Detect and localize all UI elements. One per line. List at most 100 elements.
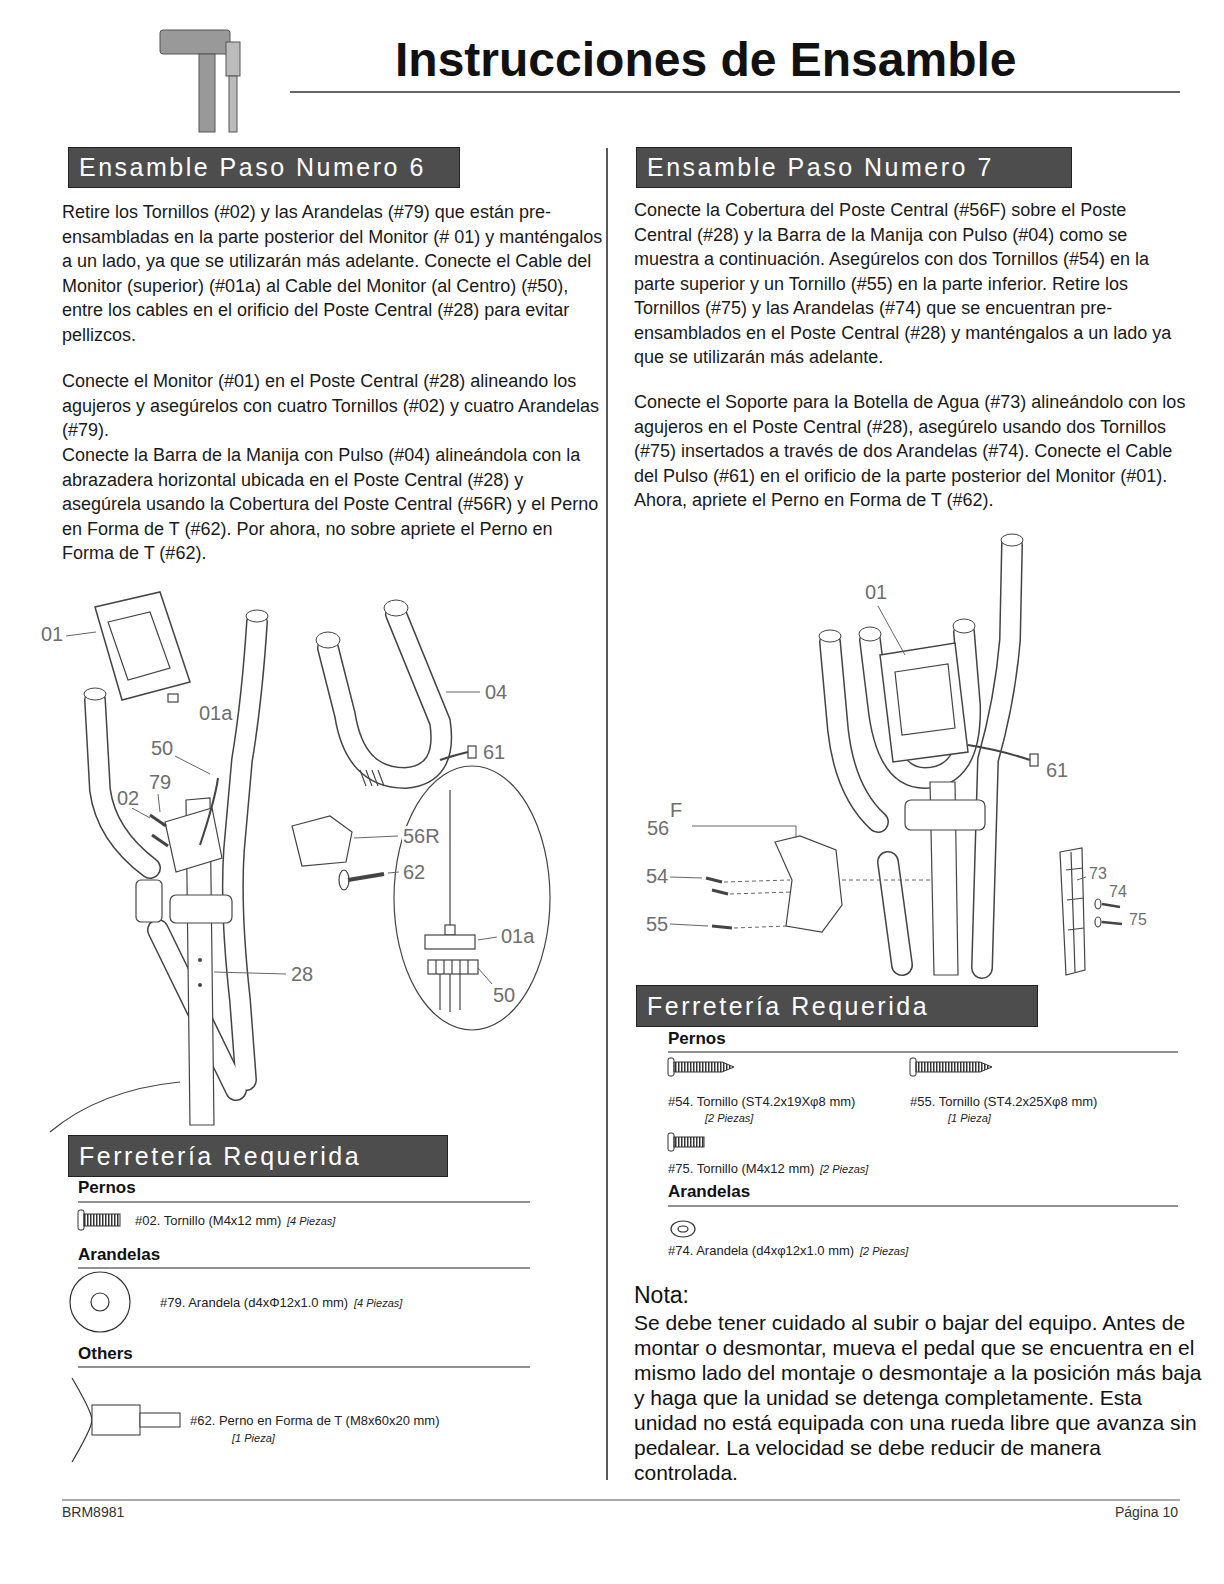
hardware-heading: Pernos: [78, 1178, 136, 1198]
drawing-line: [1102, 904, 1120, 907]
drawing-rect: [160, 30, 230, 54]
drawing-line: [366, 770, 372, 786]
drawing-circle: [198, 983, 202, 987]
piece-count: [1 Pieza]: [948, 1112, 991, 1124]
drawing-polygon: [95, 592, 190, 700]
drawing-circle: [91, 1293, 109, 1311]
drawing-use: [830, 545, 1012, 968]
band-title: Ferretería Requerida: [79, 1142, 361, 1171]
hardware-item: #79. Arandela (d4xΦ12x1.0 mm): [160, 1295, 348, 1310]
drawing-line: [670, 877, 702, 878]
model-number: BRM8981: [62, 1504, 124, 1520]
drawing-polygon: [674, 1062, 734, 1072]
drawing-g: [95, 592, 476, 1125]
section-band: Ensamble Paso Numero 6: [68, 147, 460, 188]
hardware-heading: Arandelas: [668, 1182, 750, 1202]
drawing-rect: [668, 1058, 674, 1076]
hardware-heading: Pernos: [668, 1029, 726, 1049]
drawing-line: [78, 1367, 530, 1368]
hardware-item: #54. Tornillo (ST4.2x19Xφ8 mm): [668, 1094, 855, 1109]
drawing-g: [670, 606, 1086, 926]
drawing-line: [175, 756, 210, 774]
drawing-line: [372, 770, 378, 786]
instruction-text: Conecte la Barra de la Manija con Pulso …: [62, 443, 607, 566]
drawing-line: [439, 974, 440, 1010]
callout-number: 50: [150, 738, 174, 758]
drawing-rect: [136, 880, 162, 922]
drawing-rect: [905, 800, 985, 830]
piece-count: [2 Piezas]: [860, 1245, 908, 1257]
piece-count: [2 Piezas]: [705, 1112, 753, 1124]
drawing-line: [388, 872, 399, 873]
hardware-item: #62. Perno en Forma de T (M8x60x20 mm): [190, 1413, 440, 1428]
note-heading: Nota:: [634, 1282, 689, 1309]
hardware-heading: Arandelas: [78, 1245, 160, 1265]
drawing-ellipse: [246, 610, 268, 622]
drawing-line: [449, 790, 450, 925]
drawing-line: [467, 960, 468, 974]
drawing-ellipse: [671, 1221, 695, 1237]
drawing-ellipse: [316, 632, 340, 648]
drawing-line: [712, 890, 728, 894]
drawing-rect: [168, 694, 178, 702]
callout-number: 79: [148, 772, 172, 792]
drawing-polygon: [165, 808, 222, 872]
drawing-path: [1066, 852, 1084, 972]
drawing-polygon: [880, 643, 968, 762]
drawing-ellipse: [84, 688, 106, 700]
drawing-line: [443, 960, 444, 974]
drawing-rect: [199, 54, 215, 132]
drawing-line: [724, 880, 790, 882]
drawing-g: [425, 790, 478, 1012]
drawing-line: [78, 1202, 530, 1203]
drawing-line: [158, 794, 160, 812]
callout-number: 50: [492, 985, 516, 1005]
drawing-ellipse: [819, 630, 841, 642]
drawing-rect: [84, 1214, 120, 1226]
hardware-item: #74. Arandela (d4xφ12x1.0 mm): [668, 1243, 854, 1258]
drawing-line: [842, 880, 930, 881]
callout-number: 55: [645, 914, 669, 934]
drawing-rect: [226, 42, 240, 76]
callout-number: 04: [484, 682, 508, 702]
drawing-ellipse: [953, 619, 975, 633]
callout-number: 54: [645, 866, 669, 886]
callout-number: 56R: [402, 826, 441, 846]
drawing-polyline: [692, 826, 796, 838]
drawing-line: [150, 815, 166, 826]
piece-count: [1 Pieza]: [232, 1432, 275, 1444]
hardware-item: #02. Tornillo (M4x12 mm): [135, 1213, 281, 1228]
drawing-line: [378, 770, 384, 786]
drawing-line: [132, 808, 150, 818]
drawing-rect: [674, 1137, 704, 1147]
callout-number: F: [669, 800, 683, 820]
drawing-line: [152, 835, 168, 846]
callout-number: 74: [1108, 884, 1128, 900]
instruction-text: Conecte la Cobertura del Poste Central (…: [634, 198, 1189, 370]
piece-count: [4 Piezas]: [354, 1297, 402, 1309]
drawing-polygon: [292, 816, 352, 866]
drawing-g: [724, 880, 930, 928]
callout-number: 02: [116, 788, 140, 808]
drawing-polygon: [108, 612, 170, 680]
drawing-line: [478, 968, 492, 984]
drawing-line: [606, 148, 608, 1480]
drawing-polygon: [916, 1062, 992, 1072]
drawing-line: [290, 91, 1180, 93]
instruction-text: Conecte el Soporte para la Botella de Ag…: [634, 390, 1189, 513]
drawing-rect: [428, 960, 478, 974]
callout-number: 01a: [500, 926, 535, 946]
drawing-line: [730, 892, 792, 894]
drawing-ellipse: [1095, 899, 1101, 909]
drawing-polygon: [895, 664, 955, 735]
drawing-polygon: [775, 836, 842, 932]
callout-number: 75: [1128, 912, 1148, 928]
drawing-g: [360, 770, 384, 786]
band-title: Ensamble Paso Numero 6: [79, 153, 426, 182]
drawing-line: [78, 1268, 530, 1269]
band-title: Ferretería Requerida: [647, 992, 929, 1021]
drawing-line: [668, 1206, 1178, 1207]
drawing-rect: [229, 76, 237, 132]
drawing-line: [734, 926, 788, 928]
drawing-ellipse: [384, 600, 408, 616]
